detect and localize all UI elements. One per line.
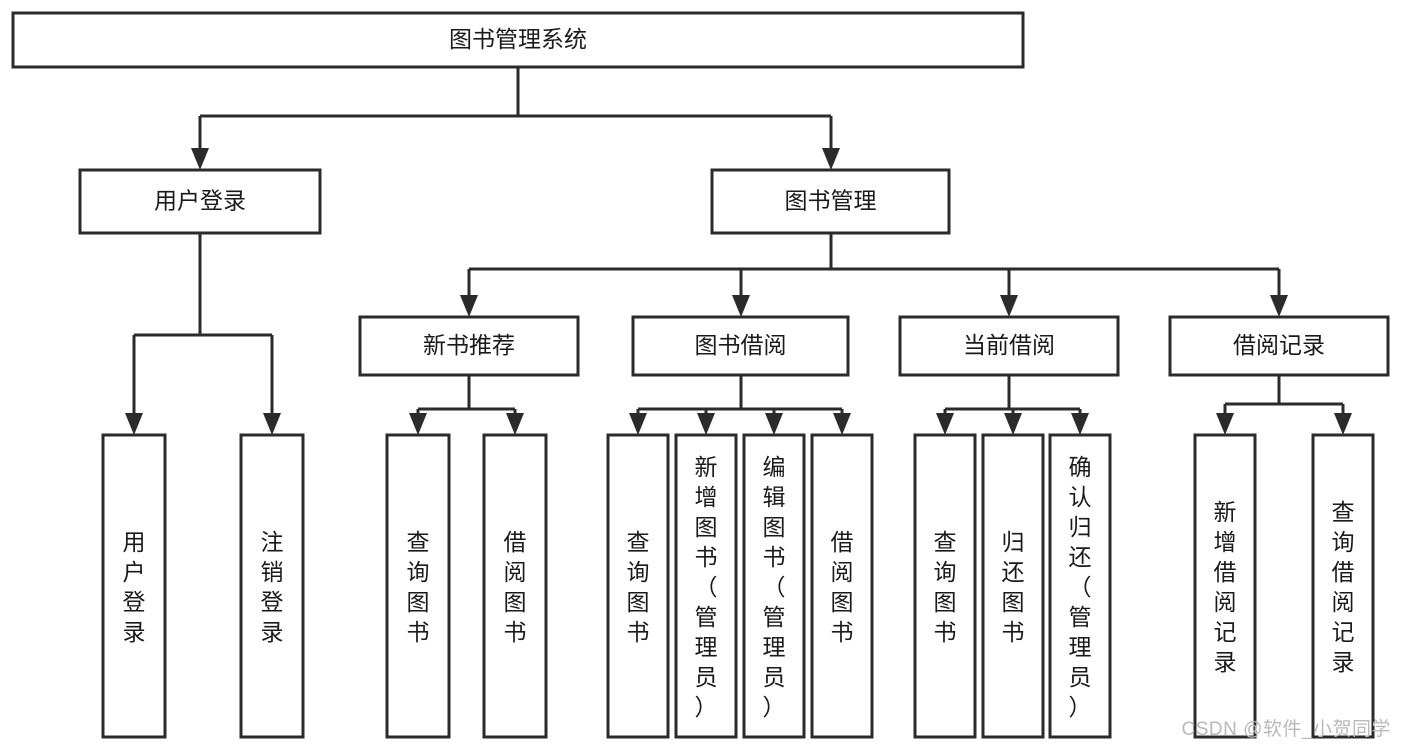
node-box[interactable]	[913, 433, 977, 739]
node-label: 新增借阅记录	[1214, 499, 1237, 675]
arrow-head-icon	[732, 295, 750, 317]
node-n_borrow[interactable]: 图书借阅	[631, 315, 850, 377]
node-label: 图书管理系统	[449, 26, 587, 52]
node-label: 借阅记录	[1233, 332, 1325, 358]
arrow-head-icon	[1334, 413, 1352, 435]
node-box[interactable]	[1193, 433, 1257, 739]
node-box[interactable]	[101, 433, 167, 739]
nodes-layer: 图书管理系统用户登录图书管理新书推荐图书借阅当前借阅借阅记录用户登录注销登录查询…	[11, 11, 1390, 739]
arrow-head-icon	[1270, 295, 1288, 317]
node-box[interactable]	[1168, 315, 1390, 377]
arrow-head-icon	[1216, 413, 1234, 435]
node-label: 图书借阅	[695, 332, 787, 358]
arrow-head-icon	[1004, 413, 1022, 435]
node-box[interactable]	[385, 433, 451, 739]
arrow-head-icon	[765, 413, 783, 435]
node-box[interactable]	[742, 433, 806, 739]
node-box[interactable]	[631, 315, 850, 377]
node-n_user_login[interactable]: 用户登录	[78, 168, 322, 235]
node-root[interactable]: 图书管理系统	[11, 11, 1025, 69]
node-box[interactable]	[11, 11, 1025, 69]
arrow-head-icon	[936, 413, 954, 435]
node-l_add_book[interactable]: 新增图书（管理员）	[674, 433, 738, 739]
node-box[interactable]	[78, 168, 322, 235]
node-n_records[interactable]: 借阅记录	[1168, 315, 1390, 377]
node-n_current[interactable]: 当前借阅	[898, 315, 1120, 377]
arrow-head-icon	[263, 413, 281, 435]
node-label: 新增图书（管理员）	[695, 454, 718, 720]
node-box[interactable]	[1048, 433, 1112, 739]
arrow-head-icon	[833, 413, 851, 435]
arrow-head-icon	[629, 413, 647, 435]
node-label: 编辑图书（管理员）	[763, 454, 786, 720]
node-label: 借阅图书	[504, 529, 527, 645]
edges-layer	[125, 67, 1352, 435]
node-l_borrow_book_2[interactable]: 借阅图书	[810, 433, 874, 739]
node-box[interactable]	[482, 433, 548, 739]
node-n_new_rec[interactable]: 新书推荐	[358, 315, 580, 377]
arrow-head-icon	[697, 413, 715, 435]
node-box[interactable]	[898, 315, 1120, 377]
arrow-head-icon	[409, 413, 427, 435]
node-l_query_book_1[interactable]: 查询图书	[385, 433, 451, 739]
arrow-head-icon	[822, 148, 840, 170]
node-l_return_book[interactable]: 归还图书	[981, 433, 1045, 739]
node-box[interactable]	[606, 433, 670, 739]
node-label: 当前借阅	[963, 332, 1055, 358]
node-box[interactable]	[710, 168, 951, 235]
arrow-head-icon	[1071, 413, 1089, 435]
node-box[interactable]	[1311, 433, 1375, 739]
node-label: 查询图书	[627, 529, 650, 645]
node-l_confirm_return[interactable]: 确认归还（管理员）	[1048, 433, 1112, 739]
node-label: 归还图书	[1002, 529, 1025, 645]
node-label: 图书管理	[785, 188, 877, 214]
node-label: 查询借阅记录	[1332, 499, 1355, 675]
node-l_user_login[interactable]: 用户登录	[101, 433, 167, 739]
node-l_query_record[interactable]: 查询借阅记录	[1311, 433, 1375, 739]
node-l_edit_book[interactable]: 编辑图书（管理员）	[742, 433, 806, 739]
node-box[interactable]	[810, 433, 874, 739]
arrow-head-icon	[460, 295, 478, 317]
node-l_add_record[interactable]: 新增借阅记录	[1193, 433, 1257, 739]
arrow-head-icon	[191, 148, 209, 170]
node-box[interactable]	[239, 433, 305, 739]
node-n_book_mgmt[interactable]: 图书管理	[710, 168, 951, 235]
arrow-head-icon	[506, 413, 524, 435]
node-label: 查询图书	[407, 529, 430, 645]
node-l_query_book_2[interactable]: 查询图书	[606, 433, 670, 739]
node-label: 查询图书	[934, 529, 957, 645]
node-label: 确认归还（管理员）	[1069, 454, 1092, 720]
node-label: 新书推荐	[423, 332, 515, 358]
arrow-head-icon	[125, 413, 143, 435]
node-l_query_book_3[interactable]: 查询图书	[913, 433, 977, 739]
node-box[interactable]	[981, 433, 1045, 739]
node-label: 借阅图书	[831, 529, 854, 645]
node-box[interactable]	[358, 315, 580, 377]
node-label: 用户登录	[154, 188, 246, 214]
arrow-head-icon	[1000, 295, 1018, 317]
node-l_borrow_book_1[interactable]: 借阅图书	[482, 433, 548, 739]
node-l_logout[interactable]: 注销登录	[239, 433, 305, 739]
node-box[interactable]	[674, 433, 738, 739]
node-label: 注销登录	[261, 529, 284, 645]
node-label: 用户登录	[123, 529, 146, 645]
